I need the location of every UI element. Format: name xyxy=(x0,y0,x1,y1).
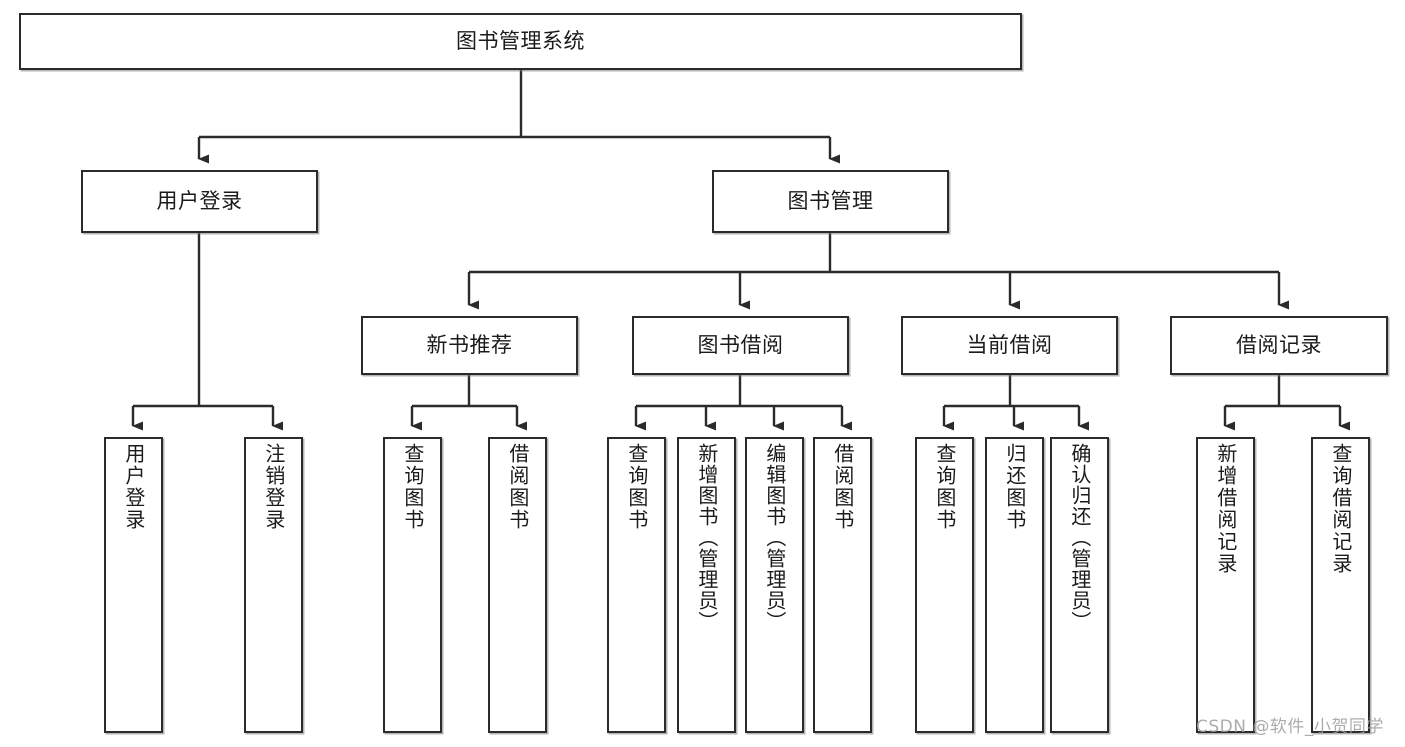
node-label: 新增图书（管理员） xyxy=(694,443,719,632)
leaf-borrow-records-add-record[interactable]: 新增借阅记录 xyxy=(1196,437,1255,733)
node-user-login[interactable]: 用户登录 xyxy=(81,170,318,233)
leaf-current-borrow-return-books[interactable]: 归还图书 xyxy=(985,437,1044,733)
node-book-borrow[interactable]: 图书借阅 xyxy=(632,316,849,375)
leaf-book-borrow-query-books[interactable]: 查询图书 xyxy=(607,437,666,733)
leaf-borrow-records-query-record[interactable]: 查询借阅记录 xyxy=(1311,437,1370,733)
node-label: 归还图书 xyxy=(1002,443,1027,531)
leaf-new-book-borrow-books[interactable]: 借阅图书 xyxy=(488,437,547,733)
leaf-current-borrow-query-books[interactable]: 查询图书 xyxy=(915,437,974,733)
leaf-new-book-query-books[interactable]: 查询图书 xyxy=(383,437,442,733)
leaf-user-login-login[interactable]: 用户登录 xyxy=(104,437,163,733)
node-label: 图书管理 xyxy=(787,189,874,214)
node-label: 查询图书 xyxy=(932,443,957,531)
node-label: 编辑图书（管理员） xyxy=(762,443,787,632)
node-label: 借阅图书 xyxy=(830,443,855,531)
node-label: 用户登录 xyxy=(156,189,243,214)
node-label: 查询借阅记录 xyxy=(1328,443,1353,575)
leaf-book-borrow-edit-book-admin[interactable]: 编辑图书（管理员） xyxy=(745,437,804,733)
leaf-book-borrow-add-book-admin[interactable]: 新增图书（管理员） xyxy=(677,437,736,733)
node-label: 新书推荐 xyxy=(426,333,513,358)
node-label: 注销登录 xyxy=(261,443,286,531)
node-label: 图书借阅 xyxy=(697,333,784,358)
node-label: 新增借阅记录 xyxy=(1213,443,1238,575)
node-label: 借阅图书 xyxy=(505,443,530,531)
node-label: 当前借阅 xyxy=(966,333,1053,358)
node-label: 用户登录 xyxy=(121,443,146,531)
leaf-user-login-logout[interactable]: 注销登录 xyxy=(244,437,303,733)
node-label: 借阅记录 xyxy=(1236,333,1322,358)
leaf-current-borrow-confirm-return-admin[interactable]: 确认归还（管理员） xyxy=(1050,437,1109,733)
node-root-book-management-system[interactable]: 图书管理系统 xyxy=(19,13,1022,70)
node-label: 查询图书 xyxy=(400,443,425,531)
csdn-watermark: CSDN @软件_小贺同学 xyxy=(1196,717,1384,737)
node-label: 查询图书 xyxy=(624,443,649,531)
node-label: 图书管理系统 xyxy=(456,29,585,54)
node-new-book-recommend[interactable]: 新书推荐 xyxy=(361,316,578,375)
leaf-book-borrow-borrow-books[interactable]: 借阅图书 xyxy=(813,437,872,733)
node-book-management[interactable]: 图书管理 xyxy=(712,170,949,233)
node-borrow-records[interactable]: 借阅记录 xyxy=(1170,316,1388,375)
node-label: 确认归还（管理员） xyxy=(1067,443,1092,632)
node-current-borrow[interactable]: 当前借阅 xyxy=(901,316,1118,375)
